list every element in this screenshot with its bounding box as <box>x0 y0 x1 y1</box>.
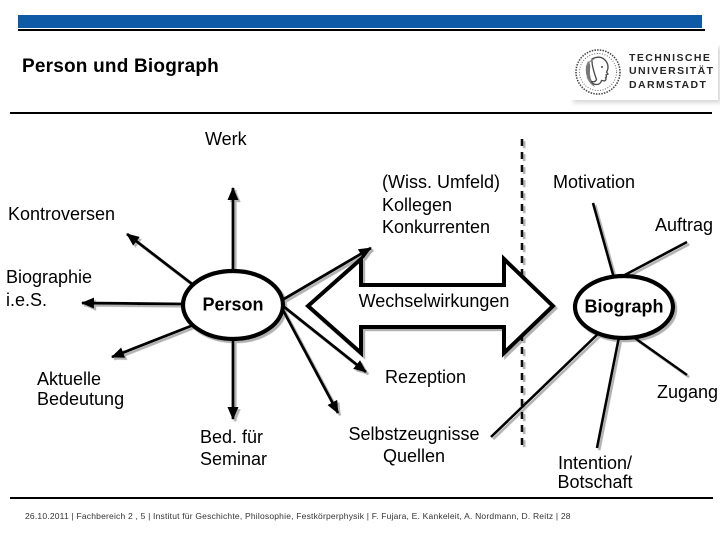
label-selbstzeugnisse-quellen: Selbstzeugnisse Quellen <box>348 423 479 467</box>
arrow-person-to-kollegen <box>283 246 372 301</box>
label-auftrag: Auftrag <box>655 215 714 235</box>
label-intention-botschaft: Intention/ Botschaft <box>557 454 632 492</box>
arrow-person-to-kontroversen <box>126 232 197 289</box>
label-aktuelle-line2: Bedeutung <box>37 389 125 409</box>
logo-line-3: DARMSTADT <box>629 78 708 91</box>
label-aktuelle-line1: Aktuelle <box>37 369 102 389</box>
wechselwirkungen-label: Wechselwirkungen <box>358 291 510 311</box>
header-divider-line <box>10 112 712 114</box>
label-aktuelle-bedeutung: Aktuelle Bedeutung <box>37 369 124 409</box>
line-biograph-to-auftrag <box>620 240 688 279</box>
label-bed-line2: Seminar <box>200 449 268 469</box>
label-biographie-line1: Biographie <box>6 267 93 287</box>
header-accent-underline <box>18 29 705 31</box>
line-biograph-to-zugang <box>631 334 688 377</box>
label-werk: Werk <box>205 129 247 149</box>
arrow-person-to-biographie <box>81 297 184 309</box>
tu-darmstadt-logo: TECHNISCHE UNIVERSITÄT DARMSTADT <box>570 44 719 100</box>
label-kontroversen: Kontroversen <box>8 204 116 224</box>
arrow-person-to-selbstzeugnisse <box>281 309 340 414</box>
arrow-person-to-rezeption <box>282 304 367 374</box>
label-biographie-ies: Biographie i.e.S. <box>6 266 92 312</box>
line-biograph-to-intention <box>595 336 621 449</box>
label-zugang: Zugang <box>657 382 719 402</box>
label-biographie-line2: i.e.S. <box>6 290 48 310</box>
logo-line-1: TECHNISCHE <box>629 51 712 64</box>
label-wiss-umfeld: (Wiss. Umfeld) Kollegen Konkurrenten <box>382 171 500 239</box>
person-node-label: Person <box>202 294 264 315</box>
wechselwirkungen-double-arrow <box>304 254 556 358</box>
label-wiss-umfeld-line1: (Wiss. Umfeld) <box>382 172 500 192</box>
label-rezeption: Rezeption <box>385 367 467 387</box>
person-connectors <box>81 187 372 420</box>
footer-divider-line <box>10 497 713 499</box>
arrow-person-to-aktuelle-bedeutung <box>111 322 197 359</box>
logo-line-2: UNIVERSITÄT <box>629 65 715 78</box>
tu-darmstadt-seal-icon <box>575 49 621 95</box>
header-accent-bar <box>18 15 702 28</box>
footer-text: 26.10.2011 | Fachbereich 2 , 5 | Institu… <box>25 511 571 521</box>
biograph-connectors <box>490 202 688 449</box>
label-intention-line2: Botschaft <box>557 472 633 492</box>
label-wiss-umfeld-line3: Konkurrenten <box>382 217 491 237</box>
line-biograph-to-selbstzeugnisse <box>490 329 603 438</box>
line-biograph-to-motivation <box>591 202 616 279</box>
label-selbst-line1: Selbstzeugnisse <box>348 424 480 444</box>
biograph-node-label: Biograph <box>584 296 664 317</box>
label-wiss-umfeld-line2: Kollegen <box>382 194 453 215</box>
label-motivation: Motivation <box>553 172 636 192</box>
label-intention-line1: Intention/ <box>557 453 633 473</box>
label-selbst-line2: Quellen <box>382 446 446 466</box>
biograph-ellipse <box>572 273 676 341</box>
person-ellipse <box>180 268 286 342</box>
label-bed-line1: Bed. für <box>200 427 264 447</box>
label-bed-fuer-seminar: Bed. für Seminar <box>200 426 267 470</box>
page-title: Person und Biograph <box>22 56 219 77</box>
tu-darmstadt-wordmark: TECHNISCHE UNIVERSITÄT DARMSTADT <box>629 52 714 93</box>
